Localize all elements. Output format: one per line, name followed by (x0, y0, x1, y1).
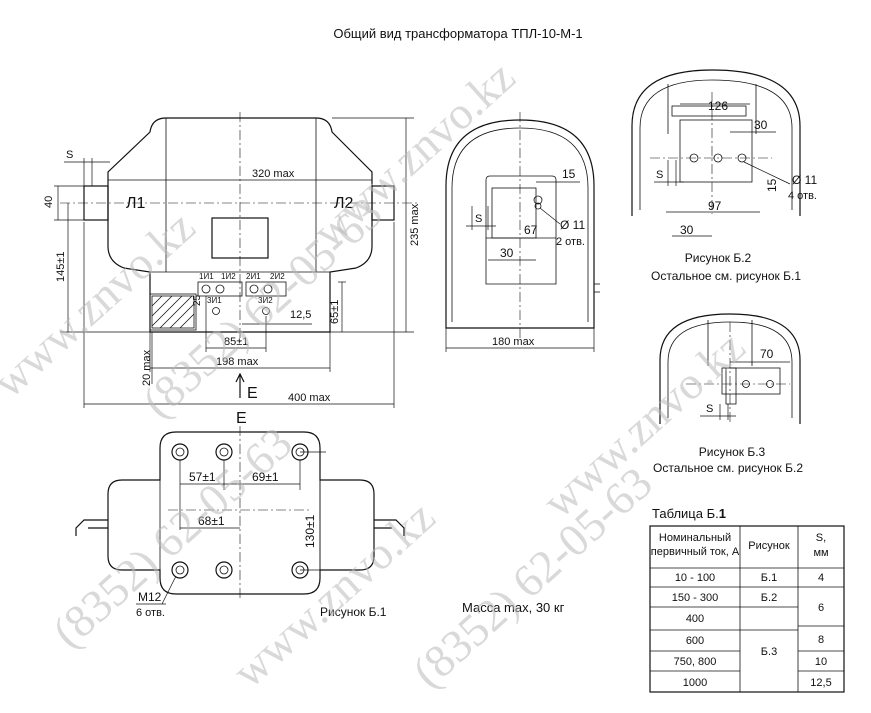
figure-b3-note: Остальное см. рисунок Б.2 (653, 461, 803, 475)
sec-label-2i2: 2И2 (270, 272, 285, 281)
table-header-current-2: первичный ток, А (651, 546, 740, 558)
sec-label-2i1: 2И1 (246, 272, 261, 281)
figure-b2-note: Остальное см. рисунок Б.1 (651, 269, 801, 283)
dim-85: 85±1 (224, 336, 248, 348)
dim-198: 198 max (216, 356, 259, 368)
dim-65: 65±1 (329, 300, 341, 324)
figure-b3-caption: Рисунок Б.3 (699, 445, 766, 459)
sec-label-1i2: 1И2 (221, 272, 236, 281)
dim-400: 400 max (288, 392, 331, 404)
mass-note: Масса max, 30 кг (462, 600, 565, 615)
dim-holes-b2: 4 отв. (788, 190, 817, 202)
figure-b1-caption: Рисунок Б.1 (320, 605, 387, 619)
table-cell-current-0: 10 - 100 (675, 572, 715, 584)
table-cell-figure-1: Б.2 (761, 592, 777, 604)
figure-b3: 70 S Рисунок Б.3 Остальное см. рисунок Б… (653, 313, 803, 475)
table-cell-s-3: 8 (818, 634, 824, 646)
table-cell-current-5: 1000 (683, 677, 707, 689)
dim-69: 69±1 (252, 470, 279, 484)
table-caption-prefix: Таблица Б. (652, 506, 719, 521)
terminal-l2-label: Л2 (334, 195, 354, 212)
figure-b2-caption: Рисунок Б.2 (685, 251, 752, 265)
mounting-bolts (171, 443, 309, 579)
bolt-count: 6 отв. (136, 607, 165, 619)
dim-126: 126 (708, 99, 728, 113)
dim-57: 57±1 (189, 470, 216, 484)
dim-s-b3: S (706, 403, 713, 415)
dim-holes-side: 2 отв. (556, 236, 585, 248)
dim-40: 40 (43, 196, 55, 208)
dim-30-b2a: 30 (754, 118, 768, 132)
figure-b2: 126 30 Ø 11 4 отв. 15 97 30 S Рисунок Б.… (631, 69, 817, 283)
front-body-outline (107, 117, 373, 333)
dim-s-b2: S (656, 169, 663, 181)
table-caption-number: 1 (719, 506, 726, 521)
dim-15-side: 15 (562, 167, 576, 181)
table-header-s-2: мм (813, 547, 828, 559)
dim-hole-b2: Ø 11 (792, 173, 817, 187)
dim-30-side: 30 (500, 246, 514, 260)
table-caption: Таблица Б.1 (652, 506, 726, 521)
watermark: www.znvo.kz (8352) 62-05-63 www.znvo.kz … (0, 51, 754, 698)
dim-s-front: S (66, 149, 73, 161)
drawing-title: Общий вид трансформатора ТПЛ-10-М-1 (333, 26, 582, 41)
bottom-body-outline (107, 431, 375, 595)
terminal-l1-label: Л1 (126, 195, 146, 212)
dim-145: 145±1 (55, 251, 67, 282)
section-mark-top: E (247, 385, 258, 402)
dim-235: 235 max (409, 203, 421, 246)
table-cell-s-5: 12,5 (810, 677, 831, 689)
dim-67: 67 (524, 223, 538, 237)
table-header-s-1: S, (816, 532, 826, 544)
dim-12-5: 12,5 (290, 309, 311, 321)
table-cell-current-2: 400 (686, 613, 704, 625)
bolt-size: М12 (138, 590, 162, 604)
table-cell-s-0: 4 (818, 572, 824, 584)
dim-130: 130±1 (303, 514, 317, 548)
table-cell-s-4: 10 (815, 656, 827, 668)
dim-68: 68±1 (198, 514, 225, 528)
table-b1: Таблица Б.1 Номинальный первичный ток, А… (649, 506, 845, 693)
dim-97: 97 (708, 199, 722, 213)
dim-70: 70 (760, 347, 774, 361)
dim-320: 320 max (252, 168, 295, 180)
front-view: Л1 Л2 1И1 1И2 3И1 2И1 2И2 3И2 S (43, 112, 421, 408)
sec-label-3i2: 3И2 (258, 296, 273, 305)
table-cell-current-1: 150 - 300 (672, 592, 718, 604)
bottom-view: E 57±1 69±1 68±1 130±1 (75, 410, 405, 619)
table-header-figure: Рисунок (748, 540, 790, 552)
table-header-current-1: Номинальный (659, 532, 731, 544)
table-cell-figure-0: Б.1 (761, 572, 777, 584)
section-mark-bottom: E (236, 410, 247, 427)
dim-25: 25 (192, 294, 203, 306)
dim-s-side: S (475, 213, 482, 225)
side-view: 15 Ø 11 2 отв. 67 30 S 180 max (445, 112, 600, 352)
dim-hole-side: Ø 11 (560, 218, 585, 232)
dim-180: 180 max (492, 336, 535, 348)
table-cell-current-3: 600 (686, 635, 704, 647)
table-cell-s-1: 6 (818, 602, 824, 614)
table-cell-current-4: 750, 800 (674, 656, 717, 668)
watermark-phone-3: (8352) 62-05-63 (403, 457, 662, 698)
dim-30-b2b: 30 (680, 223, 694, 237)
dim-15-b2: 15 (765, 178, 779, 192)
sec-label-1i1: 1И1 (199, 272, 214, 281)
hatched-base (151, 295, 195, 329)
sec-label-3i1: 3И1 (207, 296, 222, 305)
dim-20: 20 max (141, 349, 153, 386)
table-cell-figure-3: Б.3 (761, 646, 777, 658)
